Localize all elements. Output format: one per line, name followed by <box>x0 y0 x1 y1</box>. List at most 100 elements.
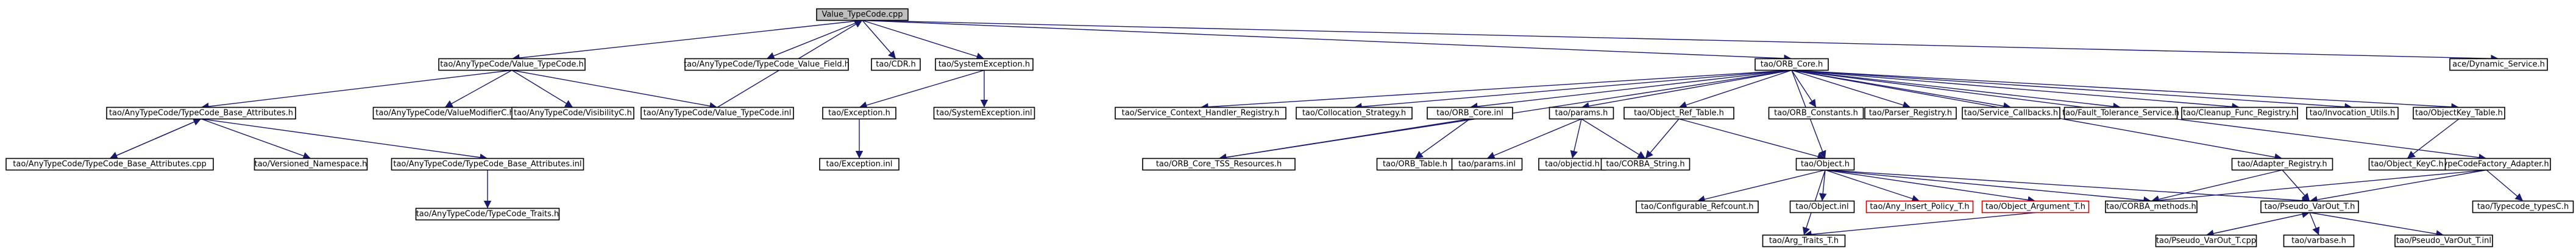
node-params-inl[interactable]: tao/params.inl <box>1451 158 1523 171</box>
node-box <box>2063 106 2178 120</box>
node-box <box>1981 200 2090 214</box>
node-label: tao/varbase.h <box>2291 237 2346 246</box>
node-box <box>1865 200 1974 214</box>
node-cleanup[interactable]: tao/Cleanup_Func_Registry.h <box>2181 106 2298 120</box>
edge-object_h-to-obj_arg <box>1825 169 2036 204</box>
node-box <box>1600 158 1691 171</box>
node-box <box>1427 106 1513 120</box>
node-label: tao/AnyTypeCode/Value_TypeCode.h <box>440 60 583 69</box>
node-inv-utils[interactable]: tao/Invocation_Utils.h <box>2306 106 2399 120</box>
edge-ort-to-object_h <box>1678 118 1826 161</box>
node-orb-table[interactable]: tao/ORB_Table.h <box>1376 158 1454 171</box>
node-ort[interactable]: tao/Object_Ref_Table.h <box>1623 106 1734 120</box>
node-cdr[interactable]: tao/CDR.h <box>871 58 921 71</box>
node-pvo-h[interactable]: tao/Pseudo_VarOut_T.h <box>2260 200 2359 214</box>
node-tcba-h[interactable]: tao/AnyTypeCode/TypeCode_Base_Attributes… <box>106 106 296 120</box>
edge-orb_core_h-to-inv_utils <box>1791 69 2353 111</box>
node-exc-h[interactable]: tao/Exception.h <box>822 106 896 120</box>
node-orb-core-h[interactable]: tao/ORB_Core.h <box>1755 58 1829 71</box>
node-label: Value_TypeCode.cpp <box>821 10 903 19</box>
node-vmodc[interactable]: tao/AnyTypeCode/ValueModifierC.h <box>372 106 517 120</box>
edge-tcba_cpp-to-tcba_h <box>109 118 202 159</box>
node-label: tao/Collocation_Strategy.h <box>1302 109 1406 118</box>
node-tcba-cpp[interactable]: tao/AnyTypeCode/TypeCode_Base_Attributes… <box>5 158 214 171</box>
node-label: tao/Service_Callbacks.h <box>1964 109 2058 118</box>
node-pvo-inl[interactable]: tao/Pseudo_VarOut_T.inl <box>2394 234 2493 248</box>
node-corba-methods[interactable]: tao/CORBA_methods.h <box>2105 200 2198 214</box>
edge-orb_core_h-to-parser_reg <box>1791 69 1911 109</box>
node-label: tao/SystemException.inl <box>936 109 1032 118</box>
node-box <box>2105 200 2198 214</box>
node-params-h[interactable]: tao/params.h <box>1549 106 1614 120</box>
edge-sysex_h-to-exc_h <box>859 69 985 109</box>
node-tc-vf[interactable]: tao/AnyTypeCode/TypeCode_Value_Field.h <box>684 58 850 71</box>
node-label: tao/AnyTypeCode/ValueModifierC.h <box>375 109 514 118</box>
node-sch-reg[interactable]: tao/Service_Context_Handler_Registry.h <box>1115 106 1286 120</box>
node-pvo-cpp[interactable]: tao/Pseudo_VarOut_T.cpp <box>2155 234 2257 248</box>
node-box <box>1115 106 1286 120</box>
node-adapter-reg[interactable]: tao/Adapter_Registry.h <box>2231 158 2333 171</box>
node-box <box>1451 158 1523 171</box>
node-any-ins[interactable]: tao/Any_Insert_Policy_T.h <box>1865 200 1974 214</box>
node-orb-core-inl[interactable]: tao/ORB_Core.inl <box>1427 106 1513 120</box>
node-box <box>1296 106 1413 120</box>
node-tcba-inl[interactable]: tao/AnyTypeCode/TypeCode_Base_Attributes… <box>391 158 584 171</box>
node-tss-res[interactable]: tao/ORB_Core_TSS_Resources.h <box>1142 158 1296 171</box>
edge-root-to-sysex_h <box>862 19 985 60</box>
node-label: tao/AnyTypeCode/TypeCode_Value_Field.h <box>684 60 850 69</box>
node-label: tao/CORBA_String.h <box>1606 160 1684 169</box>
node-box <box>438 58 586 71</box>
node-label: tao/params.h <box>1555 109 1608 118</box>
node-box <box>2155 234 2257 248</box>
edge-tcf_adapter-to-corba_methods <box>2151 169 2487 204</box>
node-parser-reg[interactable]: tao/Parser_Registry.h <box>1864 106 1957 120</box>
node-obj-arg[interactable]: tao/Object_Argument_T.h <box>1981 200 2090 214</box>
node-box <box>391 158 584 171</box>
node-exc-inl[interactable]: tao/Exception.inl <box>819 158 899 171</box>
node-box <box>2472 200 2574 214</box>
node-sysex-h[interactable]: tao/SystemException.h <box>935 58 1034 71</box>
node-conf-ref[interactable]: tao/Configurable_Refcount.h <box>1636 200 1759 214</box>
node-vtc-h[interactable]: tao/AnyTypeCode/Value_TypeCode.h <box>438 58 586 71</box>
node-label: tao/Arg_Traits_T.h <box>1769 237 1839 246</box>
node-box <box>935 58 1034 71</box>
node-tc-traits[interactable]: tao/AnyTypeCode/TypeCode_Traits.h <box>415 207 560 221</box>
node-orb-const[interactable]: tao/ORB_Constants.h <box>1768 106 1864 120</box>
node-dyn-svc[interactable]: ace/Dynamic_Service.h <box>2449 58 2548 71</box>
node-box <box>2449 58 2548 71</box>
node-box <box>1768 106 1864 120</box>
node-box <box>106 106 296 120</box>
node-objkey-tbl[interactable]: tao/ObjectKey_Table.h <box>2413 106 2505 120</box>
node-ft-svc[interactable]: tao/Fault_Tolerance_Service.h <box>2062 106 2179 120</box>
node-sysex-inl[interactable]: tao/SystemException.inl <box>933 106 1035 120</box>
node-box <box>1789 200 1855 214</box>
node-label: tao/ORB_Constants.h <box>1774 109 1858 118</box>
node-corba-str[interactable]: tao/CORBA_String.h <box>1600 158 1691 171</box>
node-tc-typesc[interactable]: tao/Typecode_typesC.h <box>2472 200 2574 214</box>
node-arg-traits[interactable]: tao/Arg_Traits_T.h <box>1762 234 1846 248</box>
node-label: ace/Dynamic_Service.h <box>2452 60 2545 69</box>
node-label: tao/Parser_Registry.h <box>1869 109 1952 118</box>
edge-vtc_h-to-tcba_h <box>200 69 513 111</box>
node-varbase[interactable]: tao/varbase.h <box>2283 234 2355 248</box>
node-tcf-adapter[interactable]: tao/TypeCodeFactory_Adapter.h <box>2422 158 2551 171</box>
node-label: tao/AnyTypeCode/TypeCode_Traits.h <box>416 210 559 219</box>
node-objectid[interactable]: tao/objectid.h <box>1538 158 1606 171</box>
node-vtc-inl[interactable]: tao/AnyTypeCode/Value_TypeCode.inl <box>640 106 794 120</box>
node-svc-cb[interactable]: tao/Service_Callbacks.h <box>1962 106 2060 120</box>
node-box <box>415 207 560 221</box>
edge-orb_core_h-to-cleanup <box>1791 69 2240 111</box>
node-label: tao/Exception.inl <box>826 160 893 169</box>
node-label: tao/Object.h <box>1801 160 1850 169</box>
node-ver-ns[interactable]: tao/Versioned_Namespace.h <box>254 158 368 171</box>
node-box <box>816 8 909 21</box>
node-visc[interactable]: tao/AnyTypeCode/VisibilityC.h <box>511 106 634 120</box>
node-objkeyc[interactable]: tao/Object_KeyC.h <box>2368 158 2446 171</box>
node-label: tao/SystemException.h <box>939 60 1030 69</box>
node-layer: Value_TypeCode.cpp tao/AnyTypeCode/Value_… <box>5 8 2574 248</box>
node-object-inl[interactable]: tao/Object.inl <box>1789 200 1855 214</box>
edge-root-to-orb_core_h <box>862 19 1792 63</box>
node-box <box>1864 106 1957 120</box>
node-coll[interactable]: tao/Collocation_Strategy.h <box>1296 106 1413 120</box>
node-object-h[interactable]: tao/Object.h <box>1795 158 1855 171</box>
